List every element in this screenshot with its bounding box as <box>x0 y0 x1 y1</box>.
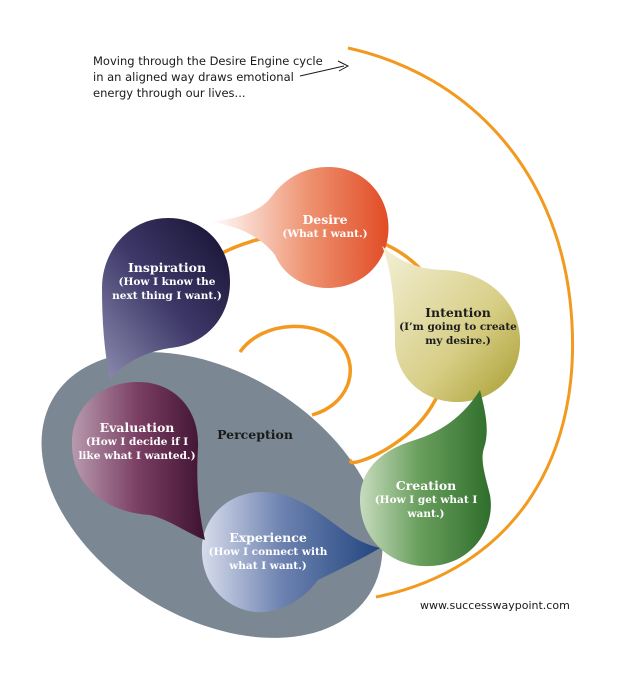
intention-subtitle: (I’m going to create my desire.) <box>399 321 517 347</box>
creation-subtitle: (How I get what I want.) <box>374 494 478 520</box>
creation-label: Creation (How I get what I want.) <box>366 477 486 521</box>
pointer-line <box>299 65 345 77</box>
intention-label: Intention (I’m going to create my desire… <box>398 304 518 348</box>
desire-subtitle: (What I want.) <box>282 228 368 240</box>
footer-url: www.successwaypoint.com <box>420 599 570 612</box>
creation-title: Creation <box>395 478 457 493</box>
experience-node <box>201 492 380 613</box>
outer-spiral-arc <box>347 46 575 599</box>
inspiration-subtitle: (How I know the next thing I want.) <box>112 276 222 302</box>
arrow-icon <box>337 60 350 72</box>
intention-title: Intention <box>425 305 491 320</box>
desire-title: Desire <box>302 212 348 227</box>
evaluation-node <box>71 382 205 540</box>
desire-node <box>210 167 389 288</box>
evaluation-subtitle: (How I decide if I like what I wanted.) <box>78 436 196 462</box>
desire-label: Desire (What I want.) <box>270 211 380 242</box>
experience-label: Experience (How I connect with what I wa… <box>207 529 329 573</box>
evaluation-title: Evaluation <box>99 420 175 435</box>
experience-subtitle: (How I connect with what I want.) <box>208 546 328 572</box>
evaluation-label: Evaluation (How I decide if I like what … <box>78 419 196 463</box>
inner-spiral-arc <box>238 324 352 417</box>
intro-text: Moving through the Desire Engine cycle i… <box>93 54 323 100</box>
inspiration-title: Inspiration <box>127 260 207 275</box>
perception-label: Perception <box>217 427 293 442</box>
experience-title: Experience <box>229 530 307 545</box>
intention-node <box>382 246 521 403</box>
inspiration-label: Inspiration (How I know the next thing I… <box>106 259 228 303</box>
inspiration-node <box>102 218 230 380</box>
creation-node <box>360 390 491 567</box>
